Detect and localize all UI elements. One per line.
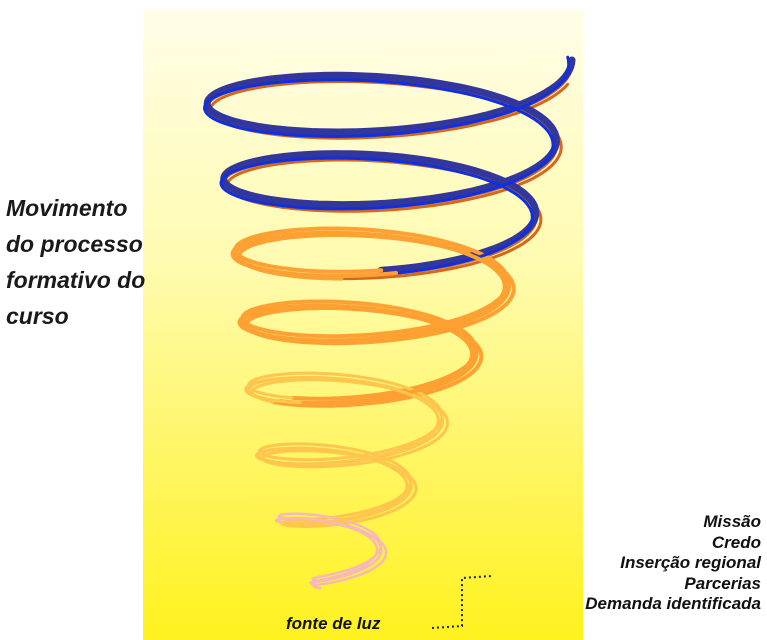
influence-list: Missão Credo Inserção regional Parcerias… [585, 512, 761, 615]
influence-item-demanda-identificada: Demanda identificada [585, 594, 761, 613]
title-line-3: formativo do [6, 267, 146, 293]
title-line-2: do processo [6, 231, 143, 257]
spiral-strand-tip [274, 516, 379, 585]
influence-item-credo: Credo [711, 532, 761, 552]
light-source-label: fonte de luz [286, 614, 381, 633]
spiral-strand-tip [277, 512, 382, 582]
light-source-connector [431, 575, 493, 629]
spiral-strand-top [203, 55, 571, 275]
title-line-1: Movimento [6, 195, 128, 221]
title-line-4: curso [6, 303, 69, 329]
spiral-strand-middle [233, 226, 511, 401]
spiral-strand-middle [230, 230, 507, 405]
diagram-title: Movimento do processo formativo do curso [6, 190, 206, 334]
influence-item-parcerias: Parcerias [684, 573, 761, 593]
influence-item-missao: Missão [703, 512, 761, 531]
spiral-strand-lower [247, 371, 444, 521]
spiral-strand-top [203, 56, 576, 274]
influence-item-insercao-regional: Inserção regional [620, 553, 761, 572]
spiral-strand-middle [236, 233, 516, 408]
spiral-strand-lower [244, 376, 440, 525]
